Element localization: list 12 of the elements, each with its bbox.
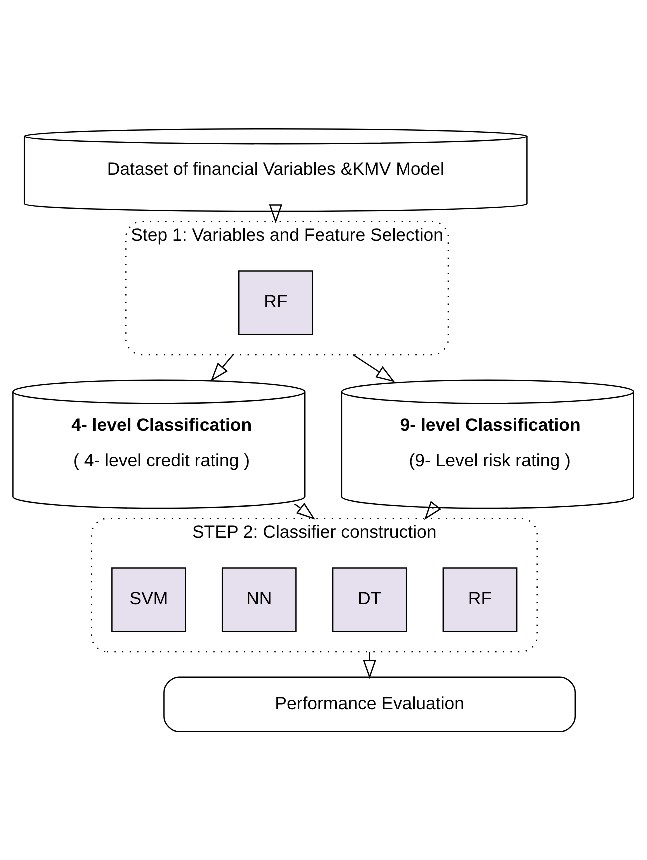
node-box: DT bbox=[332, 567, 408, 632]
arrow bbox=[363, 651, 376, 679]
node-box: Performance Evaluation bbox=[164, 676, 576, 732]
arrow bbox=[294, 502, 316, 520]
arrow bbox=[424, 500, 442, 520]
arrow bbox=[269, 204, 283, 224]
node-box: RF bbox=[238, 270, 314, 335]
node-box: RF bbox=[442, 567, 518, 632]
node-box: NN bbox=[222, 567, 297, 632]
arrow bbox=[210, 354, 234, 382]
node-box: SVM bbox=[112, 567, 186, 632]
arrow bbox=[352, 354, 396, 382]
